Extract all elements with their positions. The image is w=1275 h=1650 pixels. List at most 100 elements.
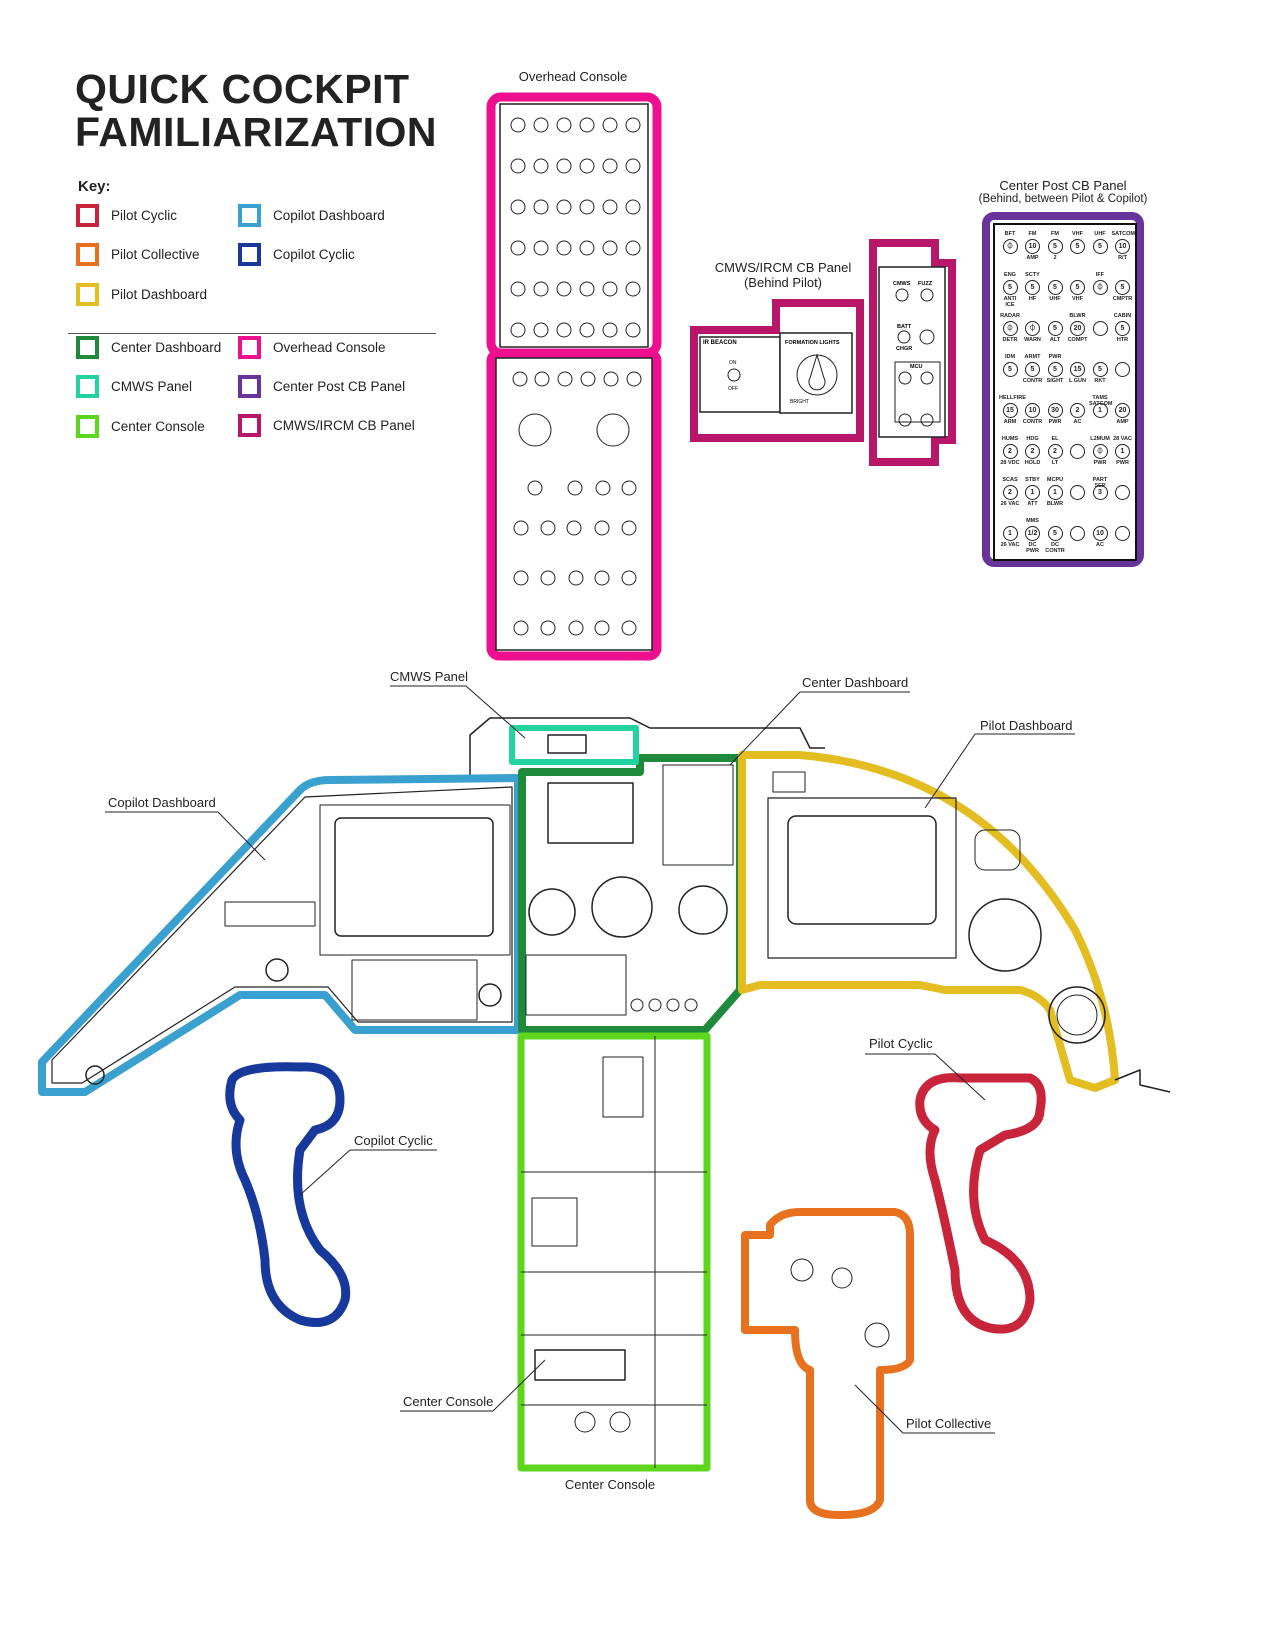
- cb-button[interactable]: 5: [1092, 239, 1108, 254]
- cb-button[interactable]: [1070, 526, 1085, 541]
- cb-button[interactable]: 10: [1092, 526, 1108, 541]
- cb-button[interactable]: 5: [1002, 280, 1018, 295]
- cb-button[interactable]: 20: [1070, 321, 1085, 336]
- cb-button[interactable]: 5: [1002, 362, 1018, 377]
- cb-button[interactable]: 20: [1115, 403, 1130, 418]
- cb-button[interactable]: 5: [1025, 362, 1040, 377]
- toggle-switch-icon[interactable]: ⏀: [1092, 444, 1108, 459]
- cb-button[interactable]: 10: [1025, 403, 1040, 418]
- cb-button[interactable]: [1070, 444, 1085, 459]
- cb-button[interactable]: 30: [1047, 403, 1063, 418]
- cb-button[interactable]: [1070, 485, 1085, 500]
- cb-button[interactable]: 2: [1025, 444, 1040, 459]
- cb-button[interactable]: 5: [1115, 321, 1130, 336]
- cb-button[interactable]: 5: [1115, 280, 1130, 295]
- circuit-breaker[interactable]: [1112, 477, 1134, 501]
- circuit-breaker[interactable]: ⏀WARN: [1022, 313, 1044, 343]
- circuit-breaker[interactable]: [1067, 436, 1089, 460]
- cb-button[interactable]: 5: [1047, 239, 1063, 254]
- cb-button[interactable]: [1115, 485, 1130, 500]
- cb-button[interactable]: 2: [1002, 485, 1018, 500]
- overhead-breaker: [579, 322, 595, 338]
- toggle-switch-icon[interactable]: ⏀: [1002, 321, 1018, 336]
- cb-button[interactable]: 1: [1025, 485, 1040, 500]
- circuit-breaker[interactable]: [1112, 518, 1134, 542]
- cb-top-label: [999, 518, 1021, 525]
- circuit-breaker[interactable]: RADAR⏀DETR: [999, 313, 1021, 343]
- cmws-panel-outline: [509, 725, 639, 765]
- toggle-switch-icon[interactable]: ⏀: [1002, 239, 1018, 254]
- cb-button[interactable]: 15: [1002, 403, 1018, 418]
- cb-button[interactable]: 2: [1070, 403, 1085, 418]
- circuit-breaker[interactable]: [1067, 518, 1089, 542]
- cb-button[interactable]: 15: [1070, 362, 1085, 377]
- cb-button[interactable]: 10: [1025, 239, 1040, 254]
- circuit-breaker[interactable]: [1067, 477, 1089, 501]
- cb-button[interactable]: 5: [1025, 280, 1040, 295]
- circuit-breaker[interactable]: L2MUM⏀PWR: [1089, 436, 1111, 466]
- circuit-breaker[interactable]: IFF⏀: [1089, 272, 1111, 296]
- cb-button[interactable]: 1: [1047, 485, 1063, 500]
- cb-button[interactable]: 3: [1092, 485, 1108, 500]
- cb-button[interactable]: 5: [1047, 526, 1063, 541]
- circuit-breaker[interactable]: [1089, 313, 1111, 337]
- cb-button[interactable]: 2: [1047, 444, 1063, 459]
- circuit-breaker[interactable]: [1112, 354, 1134, 378]
- toggle-switch-icon[interactable]: ⏀: [1025, 321, 1040, 336]
- circuit-breaker[interactable]: BFT⏀: [999, 231, 1021, 255]
- cb-button[interactable]: 5: [1070, 239, 1085, 254]
- cb-button[interactable]: 1: [1002, 526, 1018, 541]
- cb-top-label: HUMS: [1001, 436, 1019, 442]
- cb-button[interactable]: [1115, 362, 1130, 377]
- toggle-switch-icon[interactable]: ⏀: [1092, 280, 1108, 295]
- cb-button[interactable]: [1092, 321, 1108, 336]
- cb-button[interactable]: 2: [1002, 444, 1018, 459]
- cb-button[interactable]: 5: [1092, 362, 1108, 377]
- cb-button[interactable]: 1/2: [1025, 526, 1040, 541]
- cb-button[interactable]: 1: [1115, 444, 1130, 459]
- cb-button[interactable]: 10: [1115, 239, 1130, 254]
- cb-button[interactable]: 5: [1047, 362, 1063, 377]
- cb-button[interactable]: 5: [1047, 321, 1063, 336]
- cb-button[interactable]: 1: [1092, 403, 1108, 418]
- cb-button[interactable]: 5: [1070, 280, 1085, 295]
- cb-button[interactable]: 5: [1047, 280, 1063, 295]
- cb-button[interactable]: [1115, 526, 1130, 541]
